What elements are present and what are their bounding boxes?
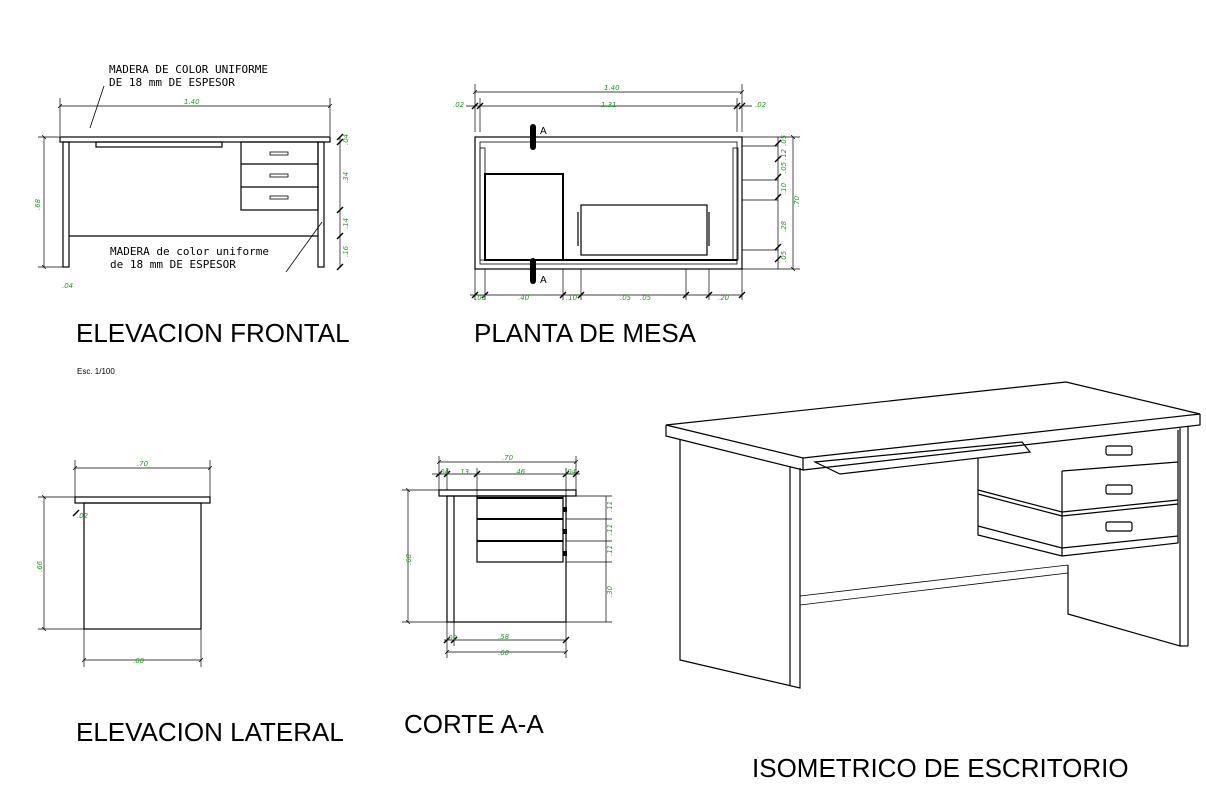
dim-corte-c: .46 <box>514 468 526 476</box>
title-corte-a-a: CORTE A-A <box>404 709 544 739</box>
dim-planta-d3: .05 <box>780 161 788 173</box>
elevacion-lateral-drawing: .70 .66 .02 .60 <box>36 460 210 667</box>
title-elevacion-lateral: ELEVACION LATERAL <box>76 717 344 747</box>
dim-frontal-height: .68 <box>34 198 42 210</box>
dim-planta-d6: .05 <box>780 250 788 262</box>
dim-frontal-drawers: .34 <box>342 172 350 183</box>
dim-planta-d1: .05 <box>780 134 788 146</box>
dim-corte-b1: .02 <box>446 634 458 642</box>
dim-corte-r4: .30 <box>606 585 614 597</box>
dim-lateral-bottom: .60 <box>133 657 145 665</box>
dim-corte-a: .04 <box>438 468 449 476</box>
dim-corte-height: .68 <box>405 553 413 565</box>
dim-corte-r3: .11 <box>606 545 614 556</box>
note-top-line1: MADERA DE COLOR UNIFORME <box>109 63 268 76</box>
dim-corte-r2: .11 <box>606 524 614 535</box>
dim-planta-width: 1.40 <box>604 84 620 92</box>
elevacion-frontal-drawing: 1.40 .68 .04 .34 .14 .16 .04 <box>34 85 350 290</box>
title-planta-de-mesa: PLANTA DE MESA <box>474 318 697 348</box>
planta-de-mesa-drawing: 1.40 .02 1.31 .02 A A .70 <box>453 84 801 302</box>
dim-frontal-width: 1.40 <box>184 98 200 106</box>
note-top-line2: DE 18 mm DE ESPESOR <box>109 76 235 89</box>
dim-corte-top: .70 <box>502 454 514 462</box>
dim-frontal-low: .16 <box>342 245 350 257</box>
dim-planta-d2: .12 <box>780 148 788 160</box>
note-bottom-line1: MADERA de color uniforme <box>110 245 269 258</box>
title-isometrico: ISOMETRICO DE ESCRITORIO <box>752 753 1129 783</box>
dim-planta-b3: .10 <box>566 294 578 302</box>
dim-planta-d5: .28 <box>780 220 788 232</box>
dim-planta-b5: .05 <box>640 294 652 302</box>
dim-corte-b2: .58 <box>498 633 510 641</box>
note-bottom-line2: de 18 mm DE ESPESOR <box>110 258 236 271</box>
section-marker-top: A <box>540 126 547 137</box>
dim-lateral-thick: .02 <box>77 512 89 520</box>
dim-planta-b6: .20 <box>718 294 730 302</box>
dim-frontal-mid: .14 <box>342 218 350 229</box>
dim-planta-b2: .40 <box>518 294 530 302</box>
dim-planta-right: .02 <box>755 101 767 109</box>
dim-planta-left: .02 <box>453 101 465 109</box>
dim-planta-d4: .10 <box>780 182 788 194</box>
section-marker-bottom: A <box>540 275 547 286</box>
scale-label: Esc. 1/100 <box>77 367 115 376</box>
dim-planta-inner: 1.31 <box>601 101 617 109</box>
isometrico-escritorio-drawing <box>665 381 1201 689</box>
dim-corte-b: .13 <box>458 468 469 476</box>
title-elevacion-frontal: ELEVACION FRONTAL <box>76 318 350 348</box>
dim-frontal-top: .04 <box>342 134 350 145</box>
corte-a-a-drawing: .70 .04 .13 .46 .04 .68 .1 <box>402 454 614 658</box>
dim-corte-b3: .60 <box>498 649 510 657</box>
dim-frontal-leg: .04 <box>62 282 73 290</box>
dim-planta-b1: .05 <box>475 294 487 302</box>
dim-corte-r1: .11 <box>606 501 614 512</box>
dim-lateral-top: .70 <box>137 460 149 468</box>
dim-planta-b4: .05 <box>620 294 632 302</box>
dim-lateral-height: .66 <box>36 560 44 572</box>
dim-corte-d: .04 <box>565 468 576 476</box>
dim-planta-depth: .70 <box>793 195 801 207</box>
